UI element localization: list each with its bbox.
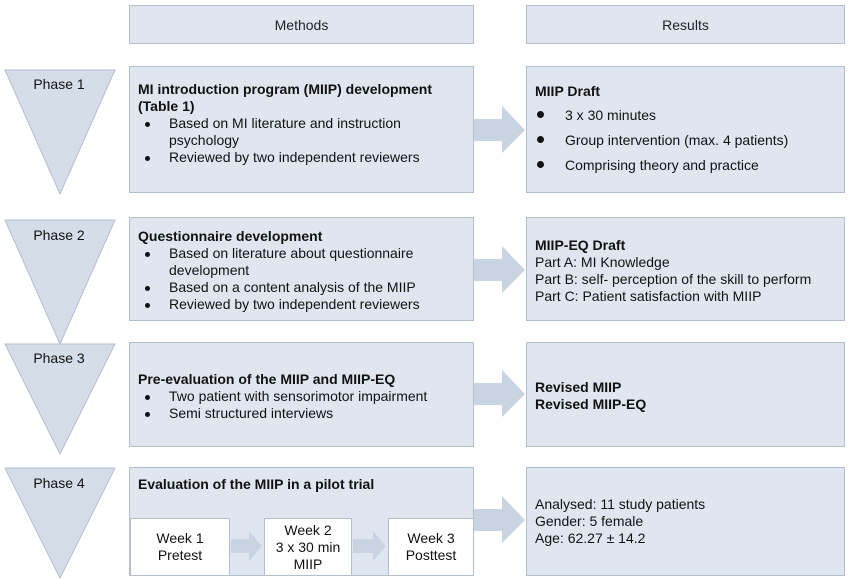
phase-2-triangle — [4, 219, 116, 345]
phase-2-arrow — [474, 246, 525, 293]
bullet-line: Reviewed by two independent reviewers — [169, 149, 420, 165]
bullet-line: Reviewed by two independent reviewers — [169, 296, 420, 312]
phase-1-method-bullet: Reviewed by two independent reviewers — [138, 149, 467, 166]
bullet-line: psychology — [169, 132, 240, 148]
phase-1-method-box: MI introduction program (MIIP) developme… — [129, 66, 474, 193]
methods-header: Methods — [129, 5, 474, 44]
phase-2-method-bullet: Reviewed by two independent reviewers — [138, 296, 467, 313]
week-line: Week 2 — [284, 521, 332, 538]
week-line: Pretest — [157, 547, 203, 563]
phase-1-result-bullet: Comprising theory and practice — [535, 153, 838, 178]
phase-2-method-bullet: Based on literature about questionnaire … — [138, 245, 467, 279]
phase-3-label: Phase 3 — [33, 350, 85, 366]
phase-2-method-box: Questionnaire development Based on liter… — [129, 217, 474, 321]
phase-3-method-title: Pre-evaluation of the MIIP and MIIP-EQ — [138, 371, 467, 388]
phase-1-arrow — [474, 106, 525, 153]
phase-3-arrow — [474, 370, 525, 417]
phase-2-method-title-line: Questionnaire development — [138, 228, 323, 244]
phase-3-method-bullet: Two patient with sensorimotor impairment — [138, 388, 467, 405]
week-1-box: Week 1 Pretest — [130, 518, 230, 576]
results-header: Results — [526, 5, 845, 44]
phase-4-triangle — [4, 467, 116, 579]
phase-4-result-box: Analysed: 11 study patients Gender: 5 fe… — [526, 467, 845, 576]
bullet-line: Based on MI literature and instruction — [169, 115, 401, 131]
phase-2-result-line: Part C: Patient satisfaction with MIIP — [535, 288, 762, 304]
phase-2-result-box: MIIP-EQ Draft Part A: MI Knowledge Part … — [526, 217, 845, 321]
phase-2-method-title: Questionnaire development — [138, 228, 467, 245]
phase-3-method-box: Pre-evaluation of the MIIP and MIIP-EQ T… — [129, 342, 474, 447]
phase-3-result-title-line: Revised MIIP-EQ — [535, 396, 647, 412]
methods-header-label: Methods — [274, 16, 329, 33]
bullet-line: Two patient with sensorimotor impairment — [169, 388, 428, 404]
bullet-line: Based on a content analysis of the MIIP — [169, 279, 416, 295]
bullet-line: development — [169, 262, 250, 278]
phase-1-label: Phase 1 — [33, 76, 85, 92]
phase-2-method-bullet: Based on a content analysis of the MIIP — [138, 279, 467, 296]
week-line: Week 1 — [156, 530, 204, 546]
phase-3-method-title-line: Pre-evaluation of the MIIP and MIIP-EQ — [138, 371, 396, 387]
bullet-line: Semi structured interviews — [169, 405, 334, 421]
phase-3-result-box: Revised MIIP Revised MIIP-EQ — [526, 342, 845, 447]
phase-3-method-bullet: Semi structured interviews — [138, 405, 467, 422]
phase-4-label: Phase 4 — [33, 475, 85, 491]
phase-3-result-title-line: Revised MIIP — [535, 379, 622, 395]
phase-1-method-title-line: MI introduction program (MIIP) developme… — [138, 81, 432, 97]
results-header-label: Results — [662, 16, 709, 33]
week-3-box: Week 3 Posttest — [388, 518, 474, 576]
phase-2-result-title: MIIP-EQ Draft — [535, 237, 626, 253]
phase-1-result-box: MIIP Draft 3 x 30 minutes Group interven… — [526, 66, 845, 193]
phase-4-arrow — [474, 496, 525, 543]
phase-4-method-title-line: Evaluation of the MIIP in a pilot trial — [138, 476, 375, 492]
phase-4-method-box: Evaluation of the MIIP in a pilot trial … — [129, 467, 474, 576]
phase-1-method-bullet: Based on MI literature and instruction p… — [138, 115, 467, 149]
phase-1-result-bullet: 3 x 30 minutes — [535, 103, 838, 128]
bullet-line: Based on literature about questionnaire — [169, 245, 414, 261]
week-2-box: Week 2 3 x 30 min MIIP — [264, 518, 352, 576]
phase-2-result-line: Part B: self- perception of the skill to… — [535, 271, 812, 287]
week-line: Posttest — [405, 547, 457, 563]
week-line: MIIP — [293, 555, 323, 572]
phase-4-result-line: Analysed: 11 study patients — [535, 496, 706, 512]
phase-1-result-bullet: Group intervention (max. 4 patients) — [535, 128, 838, 153]
phase-2-result-line: Part A: MI Knowledge — [535, 254, 670, 270]
phase-2-label: Phase 2 — [33, 227, 85, 243]
week-line: 3 x 30 min — [275, 538, 341, 555]
phase-1-method-title-line: (Table 1) — [138, 98, 195, 114]
week-2-to-3-arrow — [353, 531, 386, 561]
phase-4-result-line: Age: 62.27 ± 14.2 — [535, 530, 646, 546]
week-1-to-2-arrow — [231, 531, 262, 561]
phase-3-triangle — [4, 343, 116, 455]
phase-1-triangle — [4, 69, 116, 195]
week-line: Week 3 — [407, 530, 455, 546]
phase-1-result-title: MIIP Draft — [535, 83, 601, 99]
phase-4-result-line: Gender: 5 female — [535, 513, 644, 529]
phase-4-method-title: Evaluation of the MIIP in a pilot trial — [138, 476, 467, 493]
phase-1-method-title: MI introduction program (MIIP) developme… — [138, 81, 467, 115]
